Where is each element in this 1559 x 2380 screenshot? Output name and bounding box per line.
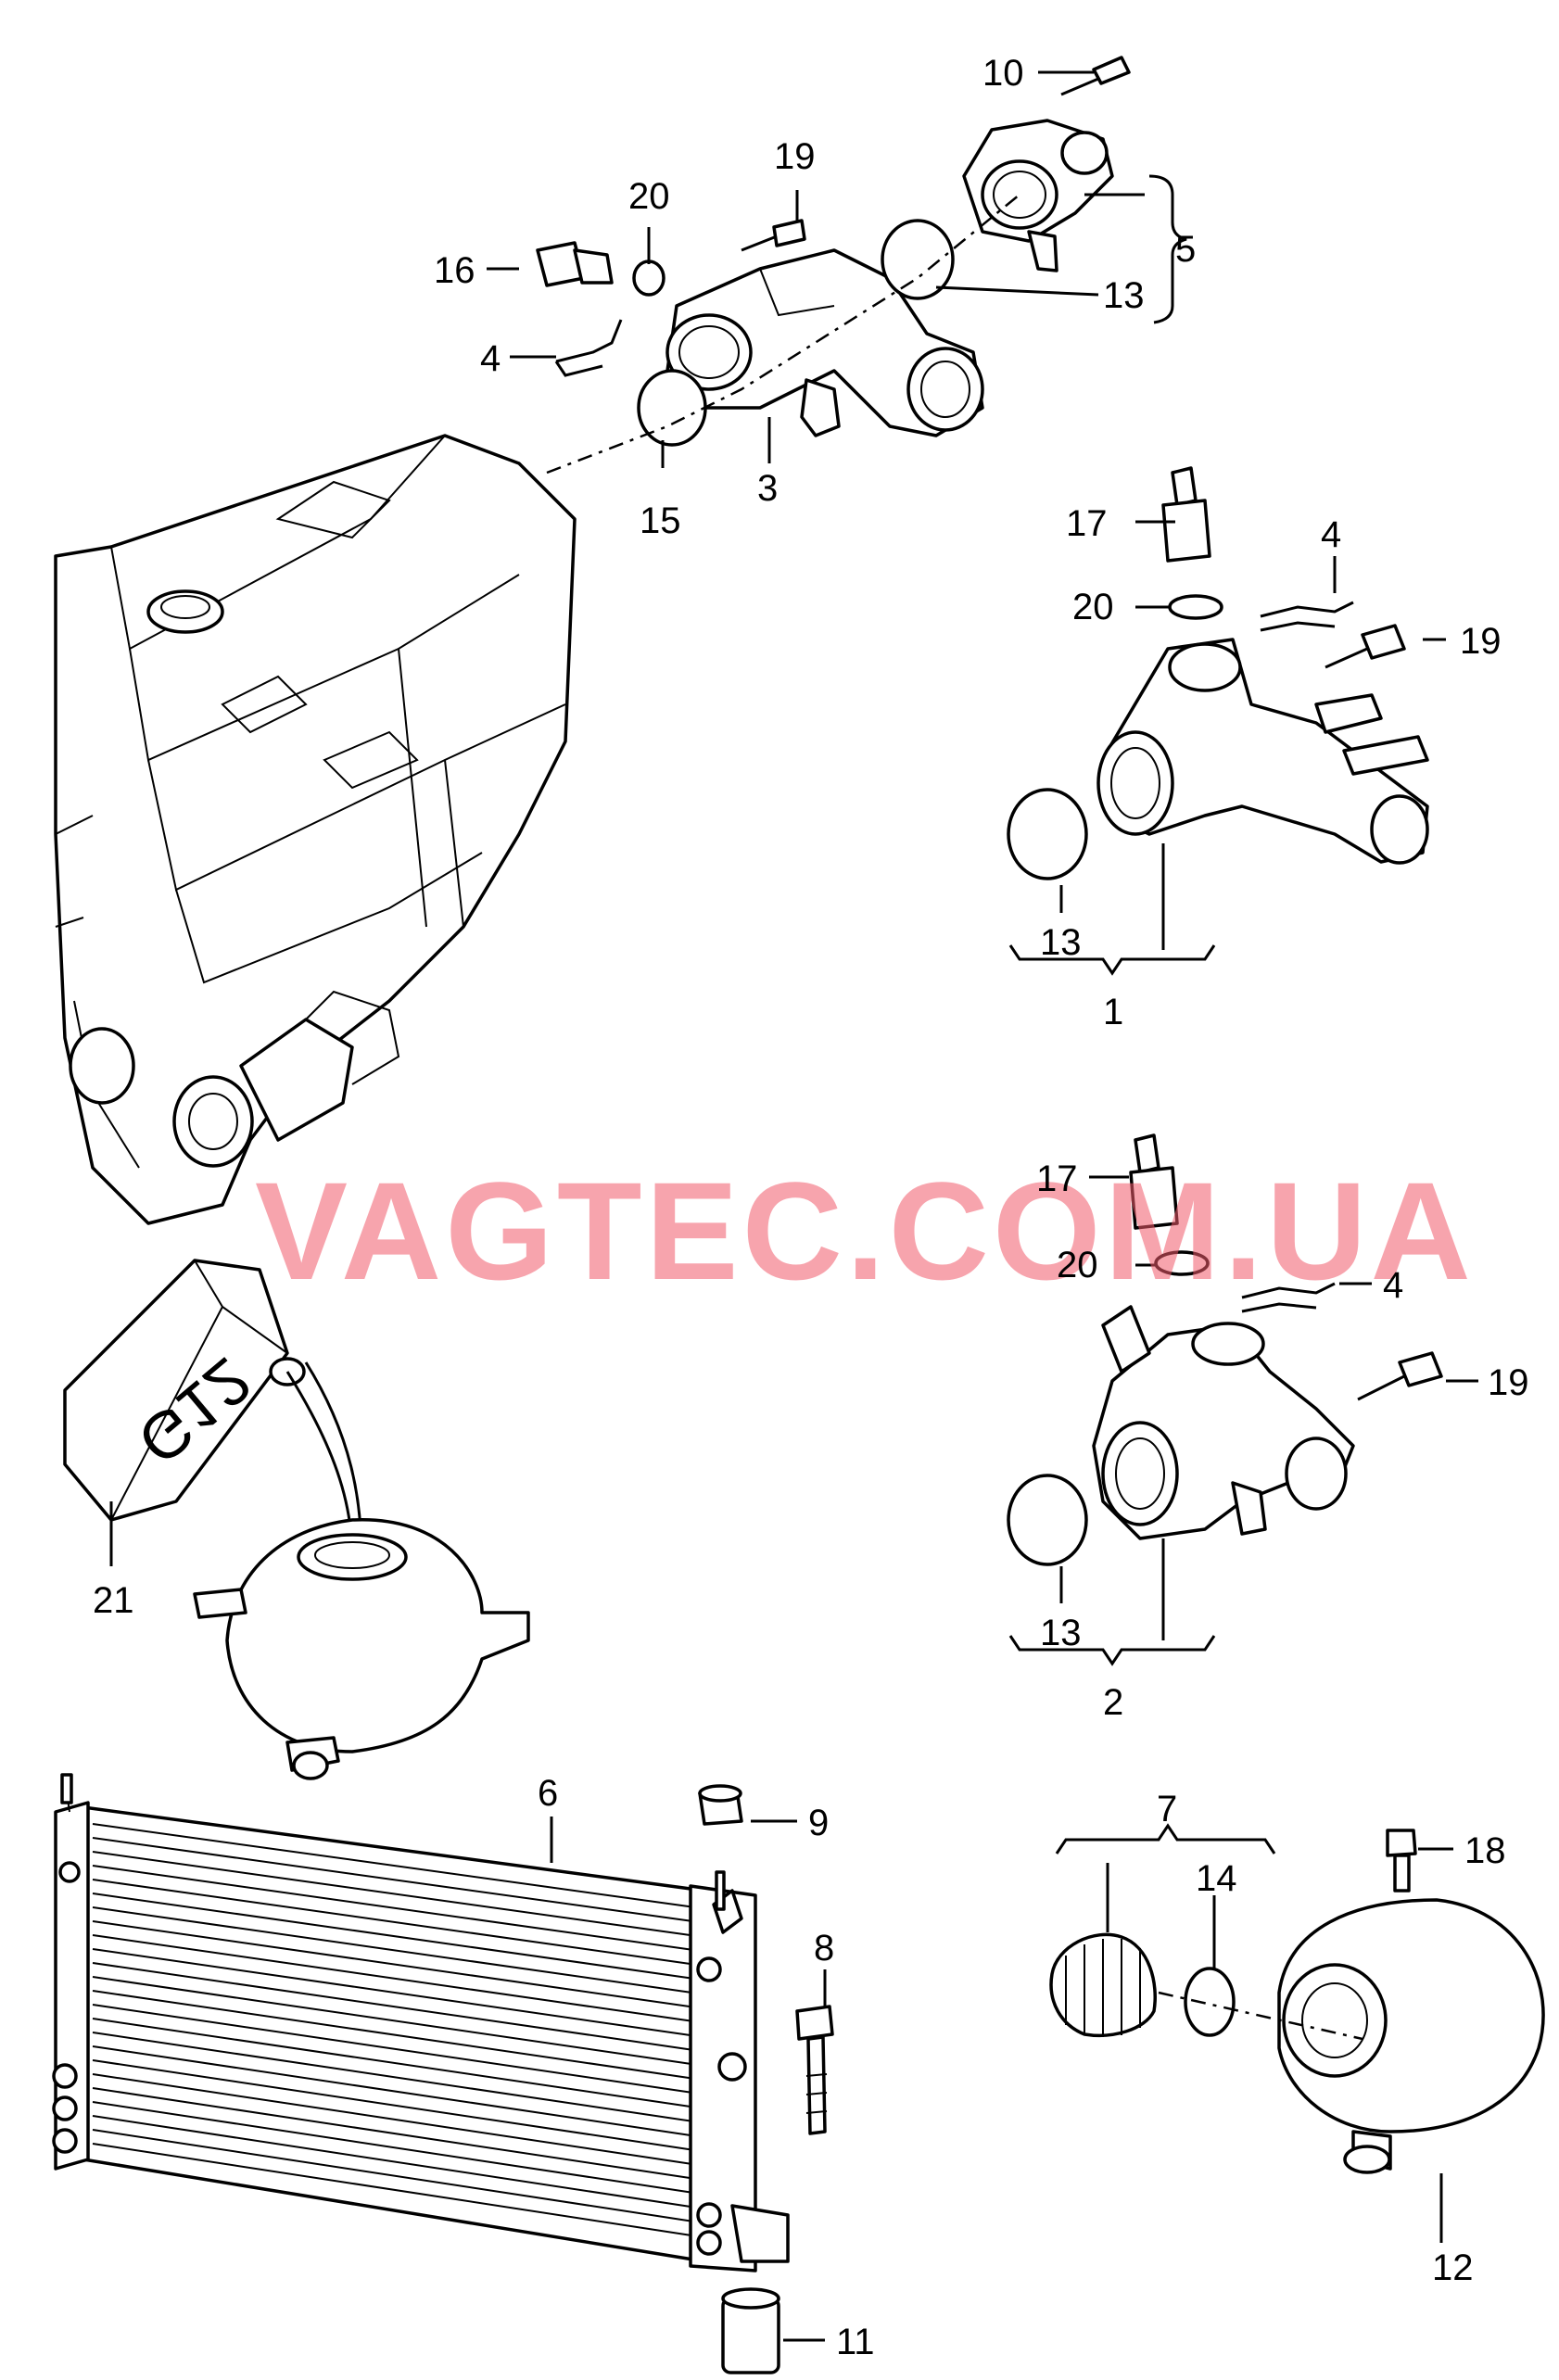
retaining-clip-4-low [1241, 1282, 1336, 1313]
callout-13-top: 13 [1103, 275, 1145, 316]
callout-13-low: 13 [1040, 1613, 1082, 1653]
sealing-ring-13-mid [1007, 788, 1088, 880]
callout-4-top: 4 [480, 338, 501, 379]
callout-1: 1 [1103, 992, 1123, 1032]
radiator-fin [92, 2115, 696, 2209]
bolt-19-low [1357, 1351, 1443, 1401]
callout-20-top: 20 [628, 176, 670, 217]
bolt-19-mid [1325, 624, 1406, 669]
temperature-sender-17-low [1129, 1133, 1179, 1230]
callout-21: 21 [93, 1580, 134, 1621]
radiator-fin [92, 1879, 696, 1966]
callout-19-top: 19 [774, 136, 816, 177]
retaining-clip-4-mid [1260, 601, 1354, 632]
radiator-fin [92, 2073, 696, 2166]
rubber-mount-10 [721, 2287, 780, 2374]
callout-9: 12 [1432, 2247, 1474, 2288]
bolt-18 [1386, 1829, 1417, 1893]
callout-14: 14 [1196, 1858, 1237, 1899]
radiator-fin [92, 1837, 696, 1923]
radiator-fin [92, 2045, 696, 2137]
radiator-fin [92, 1948, 696, 2037]
leader-lines [109, 70, 1478, 2342]
callout-19-mid: 19 [1460, 621, 1502, 662]
radiator-fin [92, 1865, 696, 1952]
sealing-rings-top [632, 219, 955, 447]
filler-cap-7 [1049, 1932, 1157, 2037]
bolt-12 [1060, 56, 1131, 96]
radiator-fin [92, 2059, 696, 2152]
retaining-clip-4-top [554, 319, 623, 377]
radiator-fin [92, 2087, 696, 2180]
coolant-flange-1 [1096, 638, 1429, 865]
o-ring-20-mid [1168, 594, 1223, 620]
callout-4-mid: 4 [1321, 514, 1341, 555]
engine-block [54, 434, 577, 1225]
assembly-axis-top [546, 194, 1020, 475]
callout-16: 16 [434, 250, 475, 291]
temperature-sender-17-mid [1161, 466, 1211, 563]
callout-17-low: 17 [1036, 1158, 1078, 1199]
radiator-6 [52, 1773, 790, 2272]
o-ring-20-low [1154, 1250, 1210, 1276]
callout-20-low: 20 [1057, 1245, 1098, 1285]
callout-10-visible: 11 [836, 2322, 875, 2362]
radiator-fins [92, 1823, 696, 2237]
callout-8: 8 [814, 1928, 834, 1969]
radiator-fin [92, 2129, 696, 2223]
radiator-fin [92, 1893, 696, 1981]
radiator-fin [92, 1990, 696, 2080]
cap-axis [1158, 1991, 1363, 2041]
thermostat-housing-5 [962, 119, 1114, 272]
callout-11: 9 [808, 1803, 829, 1843]
cap-11 [698, 1784, 743, 1826]
radiator-fin [92, 1976, 696, 2066]
radiator-fin [92, 1934, 696, 2023]
callout-7: 7 [1157, 1789, 1177, 1829]
callout-labels: 10 19 20 16 4 3 15 5 13 17 4 20 19 13 1 … [93, 53, 1529, 2362]
radiator-fin [92, 1962, 696, 2052]
radiator-fin [92, 2143, 696, 2237]
callout-3: 3 [757, 468, 778, 509]
radiator-fin [92, 1906, 696, 1994]
callout-19-low: 19 [1488, 1362, 1529, 1403]
callout-17-mid: 17 [1066, 503, 1108, 544]
expansion-tank-9 [1277, 1898, 1545, 2174]
callout-18: 18 [1464, 1830, 1506, 1871]
radiator-fin [92, 2032, 696, 2123]
callout-4-low: 4 [1383, 1265, 1403, 1306]
callout-20-mid: 20 [1072, 587, 1114, 627]
callout-2: 2 [1103, 1682, 1123, 1723]
sealing-ring-14 [1184, 1967, 1236, 2037]
callout-15: 15 [640, 500, 681, 541]
bolt-8 [795, 2005, 834, 2135]
watermark: VAGTEC.COM.UA [255, 1153, 1475, 1309]
callout-12: 10 [982, 53, 1024, 94]
callout-6: 6 [538, 1773, 558, 1814]
radiator-fin [92, 2101, 696, 2195]
radiator-fin [92, 2018, 696, 2108]
coolant-flange-2 [1092, 1305, 1355, 1540]
bolt-19-top [741, 219, 806, 252]
radiator-fin [92, 1823, 696, 1908]
temperature-sender-16 [536, 241, 614, 287]
radiator-fin [92, 1851, 696, 1937]
radiator-fin [92, 2004, 696, 2095]
callout-13-mid: 13 [1040, 922, 1082, 963]
sealing-ring-13-low [1007, 1474, 1088, 1566]
radiator-fin [92, 1920, 696, 2008]
coolant-flange-assembly-3 [665, 248, 984, 437]
callout-5: 5 [1175, 229, 1196, 270]
expansion-tank-left [193, 1518, 530, 1780]
